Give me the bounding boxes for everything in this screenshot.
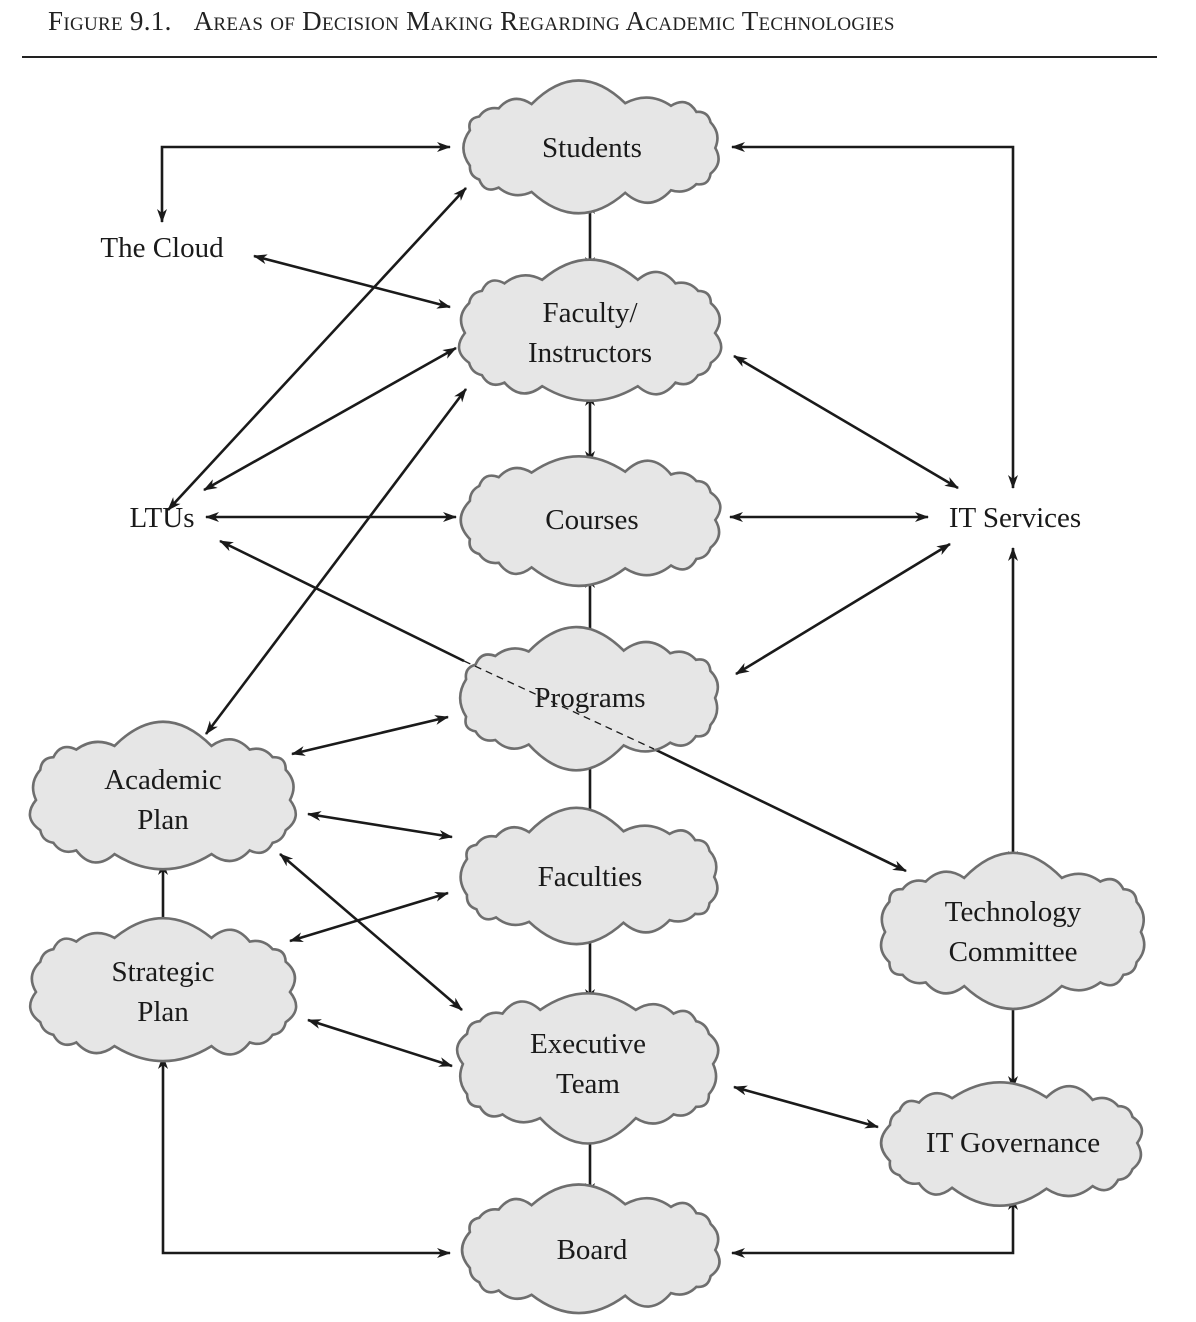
edge-faculty-academic: [204, 388, 468, 735]
node-label-faculty: Faculty/: [542, 297, 638, 329]
figure-caption: Areas of Decision Making Regarding Acade…: [193, 6, 895, 36]
edge-students-itservices: [731, 142, 1018, 489]
node-students: Students: [462, 79, 720, 215]
edge-itservices-programs: [735, 542, 951, 676]
edge-line: [733, 354, 959, 490]
edge-faculty-itservices: [733, 354, 959, 490]
node-label-faculty: Instructors: [528, 337, 652, 369]
edge-line: [219, 539, 465, 663]
figure-number: Figure 9.1.: [48, 6, 172, 36]
node-itgov: IT Governance: [879, 1081, 1144, 1207]
node-label-techcomm: Committee: [949, 936, 1078, 968]
edge-line: [279, 853, 463, 1011]
edge-cloud-faculty: [253, 254, 451, 309]
edge-academic-exec: [279, 853, 463, 1011]
edge-faculties-strategic: [289, 891, 449, 943]
edge-line: [203, 346, 457, 492]
edge-students-cloud: [157, 142, 451, 223]
node-label-strategic: Plan: [137, 996, 189, 1028]
node-label-cloud: The Cloud: [100, 232, 224, 264]
edge-line: [733, 1085, 879, 1129]
cloud-shape: [458, 625, 720, 772]
node-ltus: LTUs: [130, 502, 195, 534]
edge-line: [289, 891, 449, 943]
cloud-shape: [459, 455, 722, 588]
node-label-itgov: IT Governance: [926, 1127, 1100, 1159]
node-label-academic: Academic: [104, 764, 222, 796]
node-courses: Courses: [459, 455, 722, 588]
edge-line: [731, 142, 1018, 489]
edge-line: [307, 811, 453, 840]
cloud-shape: [459, 806, 719, 946]
node-label-programs: Programs: [534, 682, 645, 714]
node-label-academic: Plan: [137, 804, 189, 836]
node-itservices: IT Services: [949, 502, 1081, 534]
node-board: Board: [460, 1183, 721, 1315]
cloud-shape: [879, 1081, 1144, 1207]
edge-exec-itgov: [733, 1085, 879, 1129]
node-label-students: Students: [542, 132, 642, 164]
node-label-board: Board: [557, 1234, 628, 1266]
edge-line: [291, 715, 449, 756]
edge-academic-faculties: [307, 811, 453, 840]
node-label-ltus: LTUs: [130, 502, 195, 534]
edge-line: [307, 1018, 453, 1068]
cloud-shape: [457, 258, 723, 402]
node-cloud: The Cloud: [100, 232, 224, 264]
cloud-shape: [462, 79, 720, 215]
cloud-shape: [460, 1183, 721, 1315]
node-programs: Programs: [458, 625, 720, 772]
cloud-shape: [28, 720, 297, 871]
edge-line: [735, 542, 951, 676]
edge-strategic-board: [158, 1055, 451, 1258]
cloud-shape: [28, 917, 298, 1063]
node-label-exec: Executive: [530, 1028, 646, 1060]
node-label-faculties: Faculties: [538, 861, 643, 893]
title-rule: [22, 56, 1157, 58]
node-label-strategic: Strategic: [111, 956, 214, 988]
edge-strategic-exec: [307, 1018, 453, 1068]
edge-itgov-board: [731, 1196, 1018, 1258]
edge-line: [731, 1196, 1018, 1258]
edge-line: [253, 254, 451, 309]
edge-line: [157, 142, 451, 223]
edge-programs-academic: [291, 715, 449, 756]
node-label-exec: Team: [556, 1068, 620, 1100]
edge-faculty-ltus: [203, 346, 457, 492]
edge-line: [653, 747, 907, 873]
edge-ltus-techcomm-dashed: [463, 660, 655, 750]
edges-layer: [157, 142, 1018, 1258]
edge-line: [158, 1055, 451, 1258]
cloud-shape: [879, 851, 1146, 1011]
edge-line: [204, 388, 468, 735]
node-label-courses: Courses: [545, 504, 638, 536]
node-faculty: Faculty/Instructors: [457, 258, 723, 402]
node-label-techcomm: Technology: [945, 896, 1082, 928]
figure-title: Figure 9.1. Areas of Decision Making Rega…: [48, 6, 1158, 46]
edge-ltus-techcomm: [219, 539, 907, 873]
node-faculties: Faculties: [459, 806, 719, 946]
node-label-itservices: IT Services: [949, 502, 1081, 534]
cloud-shape: [455, 992, 720, 1145]
